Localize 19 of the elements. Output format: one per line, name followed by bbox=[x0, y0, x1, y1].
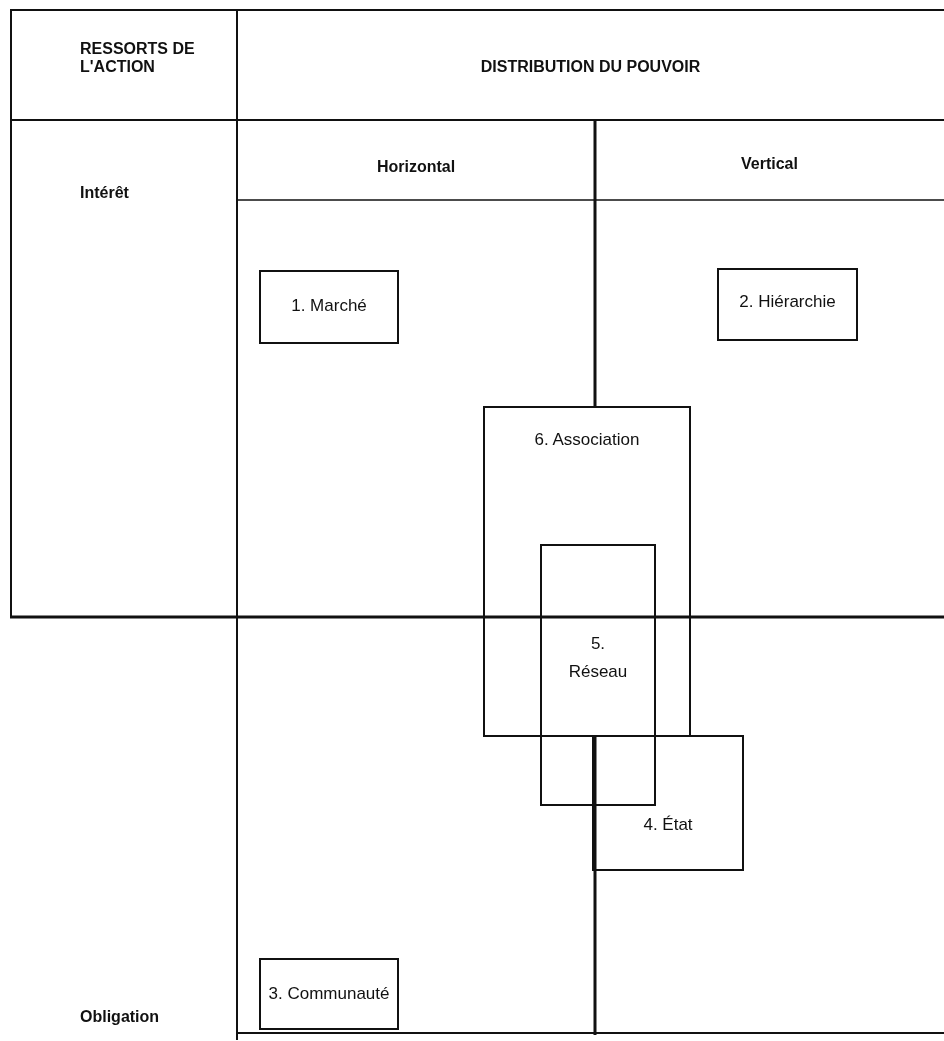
type-box bbox=[592, 735, 744, 871]
row-label: Obligation bbox=[80, 1008, 160, 1026]
box-label: 4. État bbox=[643, 815, 693, 835]
column-header: DISTRIBUTION DU POUVOIR bbox=[480, 58, 701, 76]
type-box bbox=[483, 406, 691, 737]
box-label: Réseau bbox=[568, 662, 628, 682]
box-label: 5. bbox=[590, 634, 606, 654]
box-label: 2. Hiérarchie bbox=[739, 292, 836, 312]
type-box bbox=[259, 958, 399, 1030]
box-label: 6. Association bbox=[534, 430, 640, 450]
type-box bbox=[540, 544, 656, 806]
column-subheader: Vertical bbox=[741, 155, 798, 173]
column-subheader: Horizontal bbox=[376, 158, 456, 176]
column-header: RESSORTS DE L'ACTION bbox=[80, 40, 196, 76]
box-label: 1. Marché bbox=[291, 296, 367, 316]
box-label: 3. Communauté bbox=[268, 984, 390, 1004]
row-label: Intérêt bbox=[80, 184, 129, 202]
type-box bbox=[717, 268, 858, 341]
type-box bbox=[259, 270, 399, 344]
